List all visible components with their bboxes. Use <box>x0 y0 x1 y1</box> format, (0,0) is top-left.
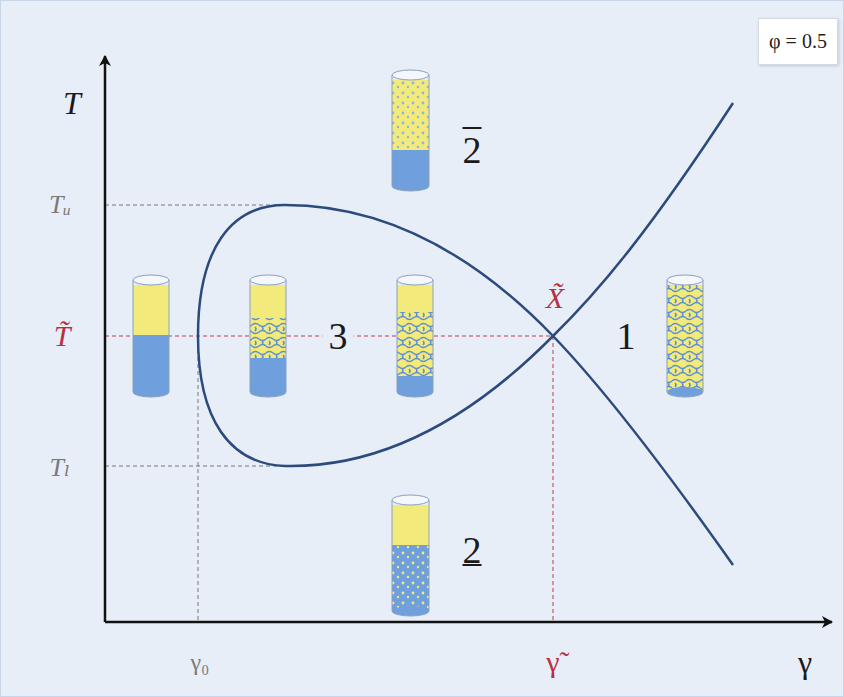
temperature-tick: T̃ <box>54 321 71 351</box>
gamma-tick: γ̃ <box>546 647 559 677</box>
parameter-text: φ = 0.5 <box>769 30 827 53</box>
region-number: 3 <box>323 315 354 357</box>
region-number: 2 <box>463 131 482 169</box>
axis-label: T <box>63 87 81 119</box>
parameter-box: φ = 0.5 <box>758 18 838 65</box>
gamma-tick: γ₀ <box>191 650 210 674</box>
region-number: 2 <box>463 531 482 569</box>
point-label: X̃ <box>546 283 564 313</box>
axis-label: γ <box>798 646 812 678</box>
temperature-tick: Tₗ <box>50 455 71 481</box>
region-number: 1 <box>617 317 636 355</box>
temperature-tick: Tᵤ <box>49 192 71 218</box>
